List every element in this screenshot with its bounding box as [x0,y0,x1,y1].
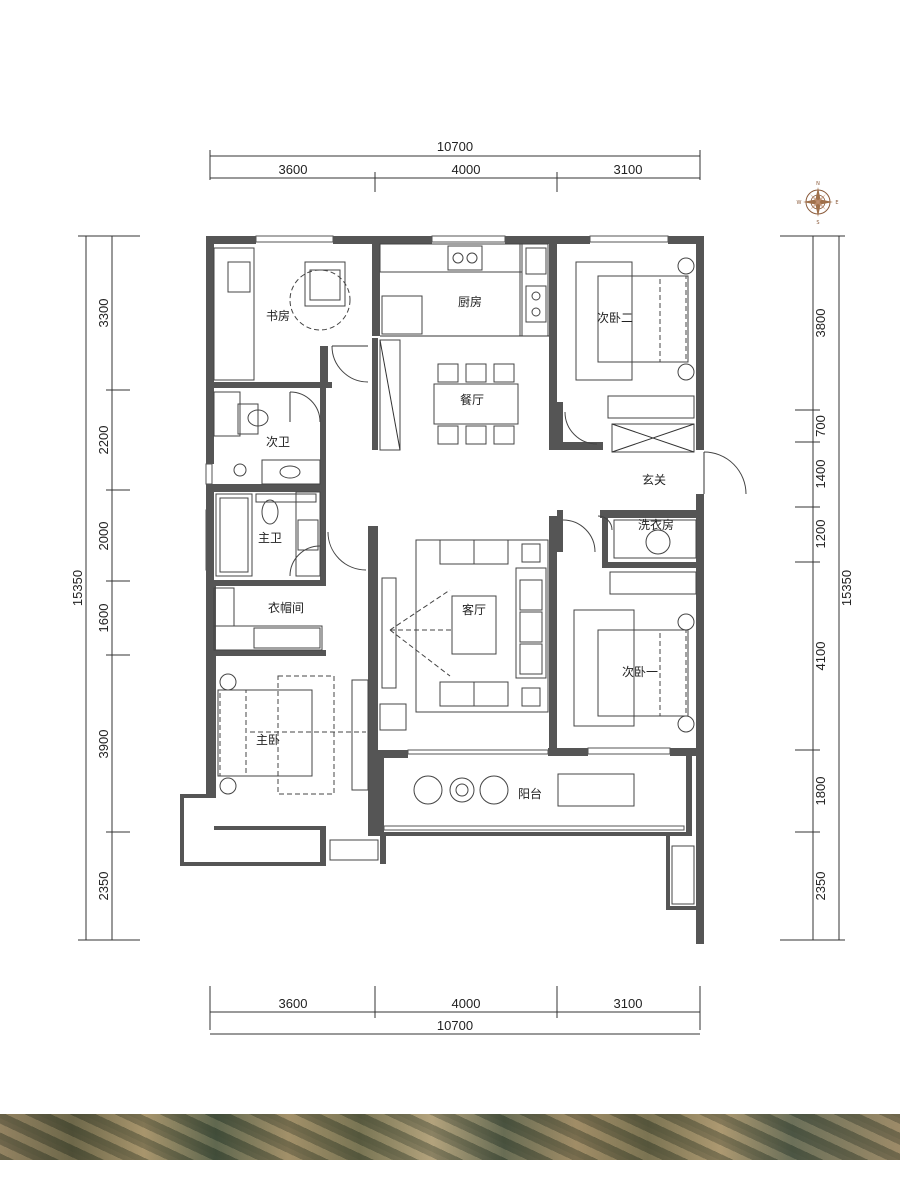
right-seg-2: 700 [813,415,828,437]
right-seg-1: 3800 [813,309,828,338]
compass-w: W [797,200,802,206]
top-seg-1: 3600 [279,162,308,177]
left-seg-4: 1600 [96,604,111,633]
left-seg-6: 2350 [96,872,111,901]
room-labels: 书房 厨房 次卧二 餐厅 次卫 玄关 主卫 洗衣房 衣帽间 客厅 次卧一 主卧 … [256,294,674,801]
room-label-entrance: 玄关 [642,472,666,487]
compass-icon: N S E W [797,181,839,226]
room-label-second-bath: 次卫 [266,435,290,449]
right-seg-5: 4100 [813,642,828,671]
bedroom1-furniture [573,609,695,733]
right-seg-7: 2350 [813,872,828,901]
room-label-dining: 餐厅 [460,392,484,407]
dining-furniture [379,339,519,451]
master-bedroom-furniture [217,673,407,795]
room-label-kitchen: 厨房 [458,294,482,309]
room-label-laundry: 洗衣房 [638,517,674,532]
compass-n: N [816,181,820,187]
windows [205,235,685,831]
room-label-study: 书房 [266,308,290,323]
top-seg-2: 4000 [452,162,481,177]
bottom-dimensions: 3600 4000 3100 10700 [209,986,701,1035]
bottom-seg-1: 3600 [279,996,308,1011]
room-label-bedroom1: 次卧一 [622,665,658,679]
bedroom2-furniture [575,257,695,453]
room-label-living: 客厅 [462,602,486,617]
top-total-label: 10700 [437,139,473,154]
banner-texture [0,1114,900,1160]
master-bath-fixtures [215,491,321,577]
bottom-seg-3: 3100 [614,996,643,1011]
doors [289,345,747,577]
living-furniture [381,539,549,713]
top-dimensions: 10700 3600 4000 3100 [209,139,701,192]
bottom-total-label: 10700 [437,1018,473,1033]
room-label-master-bath: 主卫 [258,531,282,545]
compass-e: E [835,200,838,206]
right-total-label: 15350 [839,570,854,606]
decorative-painting-banner [0,1114,900,1160]
right-seg-6: 1800 [813,777,828,806]
room-label-balcony: 阳台 [518,786,542,801]
right-seg-3: 1400 [813,460,828,489]
left-seg-3: 2000 [96,522,111,551]
right-seg-4: 1200 [813,520,828,549]
left-seg-5: 3900 [96,730,111,759]
kitchen-furniture [379,243,549,337]
left-seg-2: 2200 [96,426,111,455]
cloakroom-furniture [213,587,323,651]
balcony-furniture [329,773,695,905]
top-seg-3: 3100 [614,162,643,177]
left-seg-1: 3300 [96,299,111,328]
compass-s: S [816,220,819,226]
walls [180,236,704,944]
right-dimensions: 3800 700 1400 1200 4100 1800 2350 15350 [780,235,854,941]
room-label-bedroom2: 次卧二 [597,311,633,325]
laundry-furniture [609,519,697,595]
left-total-label: 15350 [70,570,85,606]
study-furniture [213,247,351,381]
bottom-seg-2: 4000 [452,996,481,1011]
room-label-master-bedroom: 主卧 [256,733,280,747]
left-dimensions: 15350 3300 2200 2000 1600 3900 2350 [70,235,140,941]
room-label-cloakroom: 衣帽间 [268,600,304,615]
second-bath-fixtures [213,391,321,485]
